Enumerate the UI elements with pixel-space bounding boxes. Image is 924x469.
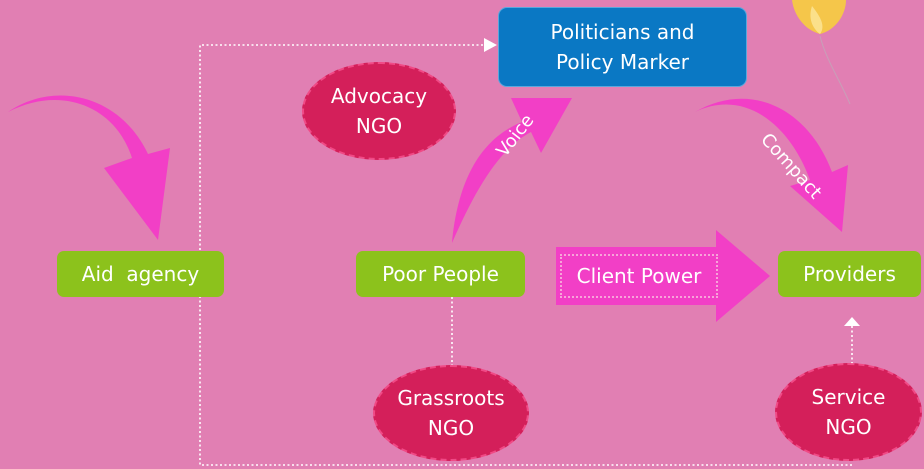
service-ngo-ellipse: Service NGO: [775, 363, 922, 461]
service-line1: Service: [811, 385, 886, 409]
client-power-label-box: Client Power: [560, 254, 718, 298]
politicians-line1: Politicians and: [550, 20, 695, 44]
politicians-line2: Policy Marker: [555, 50, 690, 74]
poor-people-label: Poor People: [382, 262, 499, 286]
client-power-label: Client Power: [576, 264, 702, 288]
grassroots-ngo-ellipse: Grassroots NGO: [373, 365, 529, 461]
arrowhead-to-politicians: [484, 38, 497, 52]
arrowhead-to-providers: [844, 317, 860, 326]
connector-lines: [199, 44, 853, 466]
grassroots-line2: NGO: [427, 416, 475, 440]
aid-agency-label: Aid agency: [81, 262, 200, 286]
poor-people-box: Poor People: [356, 251, 525, 297]
advocacy-line2: NGO: [355, 114, 403, 138]
client-power-arrow: [556, 230, 770, 322]
grassroots-line1: Grassroots: [397, 386, 505, 410]
balloon-icon: [792, 0, 851, 105]
providers-box: Providers: [778, 251, 921, 297]
voice-arrow: [452, 98, 572, 243]
advocacy-ngo-ellipse: Advocacy NGO: [302, 62, 456, 160]
providers-label: Providers: [803, 262, 896, 286]
bottom-return-line: [199, 297, 852, 466]
service-line2: NGO: [825, 415, 872, 439]
aid-to-politicians-line: [199, 44, 484, 250]
aid-inflow-arrow: [8, 95, 170, 240]
aid-agency-box: Aid agency: [57, 251, 224, 297]
compact-arrow: [695, 98, 848, 232]
advocacy-line1: Advocacy: [330, 84, 428, 108]
politicians-box: Politicians and Policy Marker: [498, 7, 747, 87]
